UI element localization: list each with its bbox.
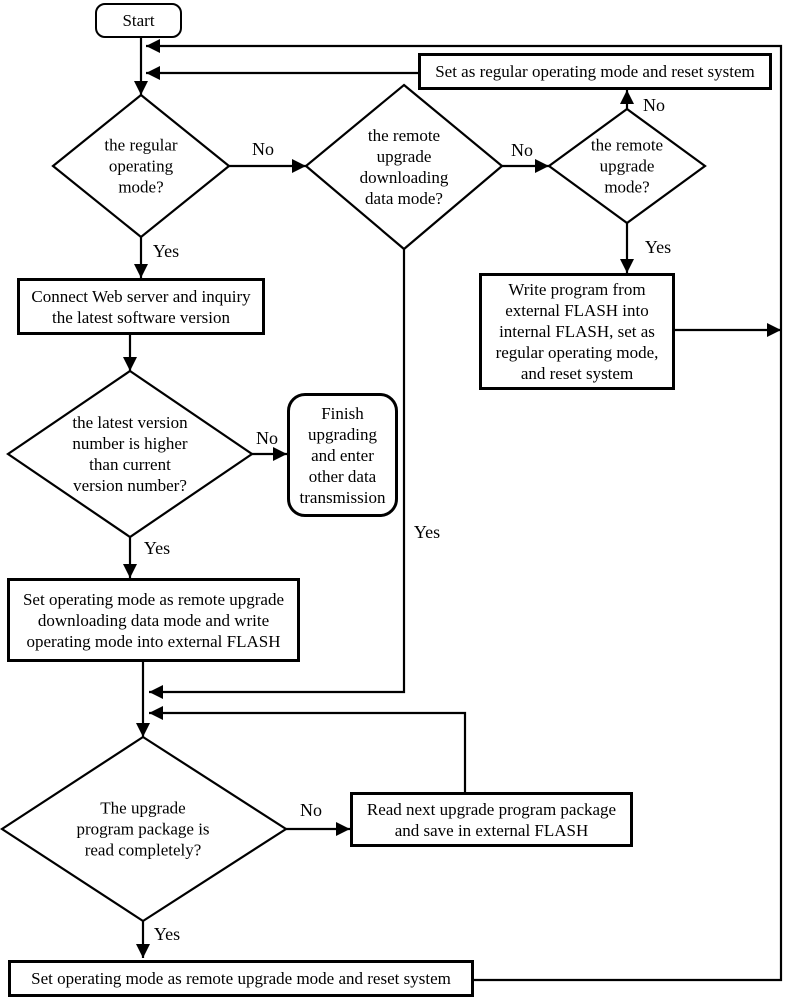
edge-label-yes: Yes xyxy=(152,241,180,261)
decision-regular-mode-label: the regular operating mode? xyxy=(104,135,178,197)
edge-read-next-loop xyxy=(149,706,467,792)
process-set-regular-mode: Set as regular operating mode and reset … xyxy=(418,53,772,90)
edge-label-yes: Yes xyxy=(143,538,171,558)
edge-label-no: No xyxy=(511,140,533,160)
terminal-finish-upgrading: Finish upgrading and enter other data tr… xyxy=(287,393,398,517)
edge-label-no: No xyxy=(643,95,665,115)
edge-label-yes: Yes xyxy=(413,522,441,542)
process-connect-web-server: Connect Web server and inquiry the lates… xyxy=(17,278,265,335)
decision-download-mode-label: the remote upgrade downloading data mode… xyxy=(359,126,449,208)
process-set-remote-mode: Set operating mode as remote upgrade mod… xyxy=(8,960,474,997)
edge-label-no: No xyxy=(252,139,274,159)
edge-label-yes: Yes xyxy=(153,924,181,944)
decision-version-label: the latest version number is higher than… xyxy=(72,413,188,495)
decision-package-shape xyxy=(0,735,289,923)
process-set-download-mode: Set operating mode as remote upgrade dow… xyxy=(7,578,300,662)
decision-remote-mode-label: the remote upgrade mode? xyxy=(590,135,664,197)
edge-set-remote-loop-to-start xyxy=(146,39,783,982)
decision-package-label: The upgrade program package is read comp… xyxy=(76,798,210,860)
edge-d-download-yes xyxy=(149,249,406,699)
start-node: Start xyxy=(95,3,182,38)
decision-download-mode-shape xyxy=(304,83,504,251)
edge-label-no: No xyxy=(256,428,278,448)
edge-label-no: No xyxy=(300,800,322,820)
edge-label-yes: Yes xyxy=(644,237,672,257)
process-write-program: Write program from external FLASH into i… xyxy=(479,273,675,390)
decision-regular-mode-shape xyxy=(51,93,231,239)
decision-remote-mode-shape xyxy=(547,107,707,225)
process-read-next-package: Read next upgrade program package and sa… xyxy=(350,792,633,847)
decision-version-shape xyxy=(6,369,254,539)
